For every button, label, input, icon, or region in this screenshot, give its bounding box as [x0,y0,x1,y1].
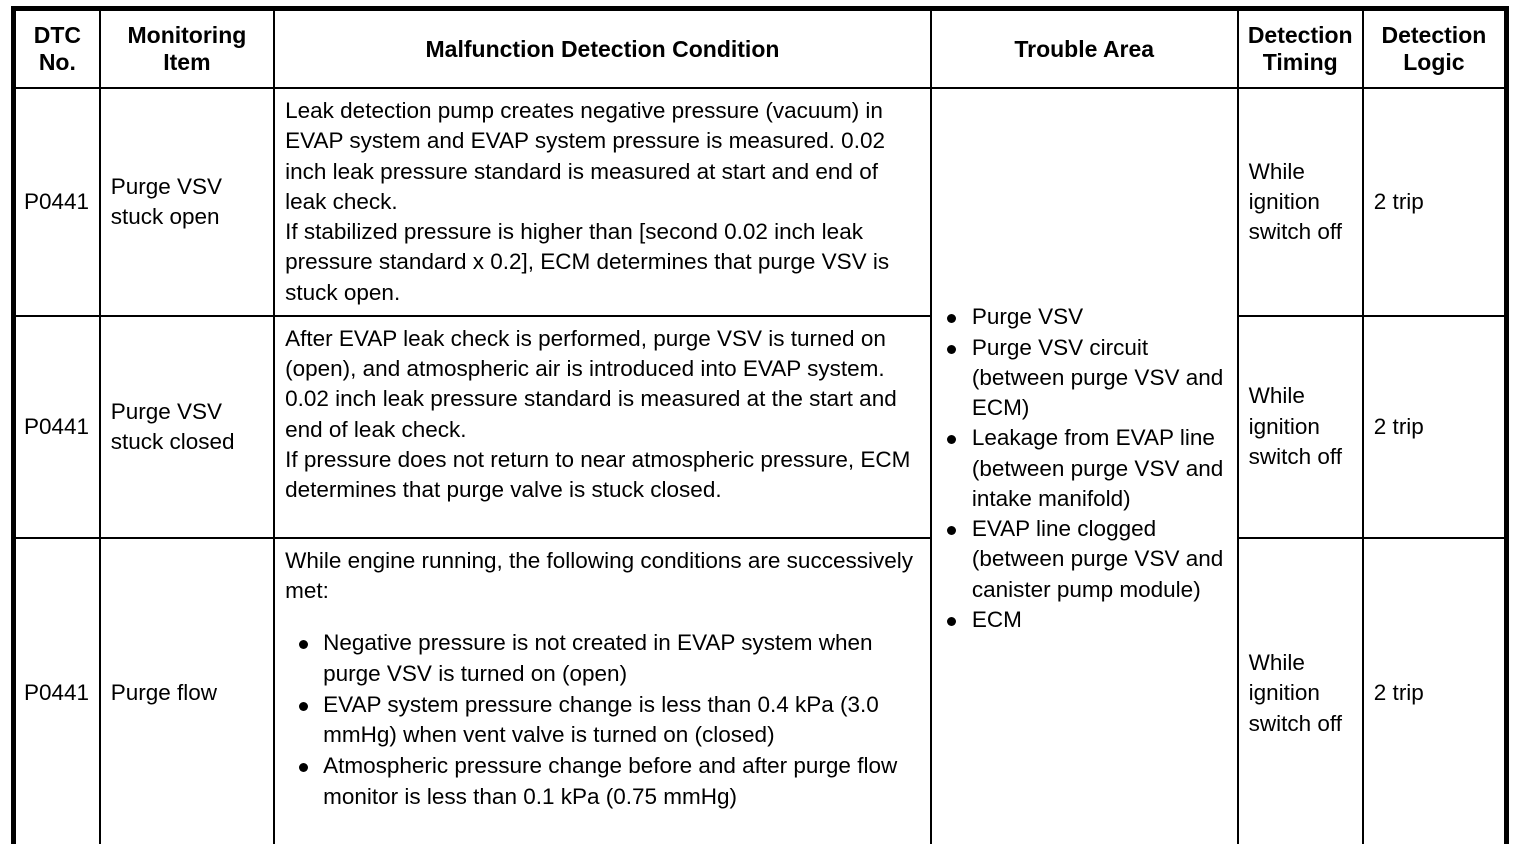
column-header-detection-timing-line2: Timing [1262,49,1338,75]
cell-monitoring-item: Purge VSV stuck open [98,87,276,317]
cell-detection-timing: While ignition switch off [1236,87,1364,317]
list-item: EVAP line clogged (between purge VSV and… [940,514,1231,605]
column-header-detection-timing: Detection Timing [1236,7,1364,89]
condition-paragraph: After EVAP leak check is performed, purg… [285,325,897,442]
cell-detection-logic: 2 trip [1361,314,1508,539]
column-header-detection-timing-line1: Detection [1247,22,1353,49]
condition-paragraph: If pressure does not return to near atmo… [285,446,911,502]
cell-detection-timing: While ignition switch off [1236,536,1364,844]
cell-malfunction-detection-condition: Leak detection pump creates negative pre… [273,87,932,317]
column-header-dtc-no: DTC No. [12,7,101,89]
column-header-trouble-area-line1: Trouble Area [1014,35,1155,62]
column-header-detection-logic-line2: Logic [1403,49,1465,75]
column-header-malfunction-detection-condition: Malfunction Detection Condition [273,7,932,89]
trouble-area-list: Purge VSV Purge VSV circuit (between pur… [940,302,1231,635]
table-row: P0441 Purge VSV stuck open Leak detectio… [12,87,1508,844]
cell-malfunction-detection-condition: While engine running, the following cond… [273,536,932,844]
column-header-trouble-area: Trouble Area [929,7,1239,89]
column-header-detection-logic: Detection Logic [1361,7,1508,89]
table-body: P0441 Purge VSV stuck open Leak detectio… [12,87,1508,844]
condition-paragraph: If stabilized pressure is higher than [s… [285,219,890,305]
list-item: Negative pressure is not created in EVAP… [285,628,924,689]
list-item: Purge VSV [940,302,1231,332]
cell-monitoring-item: Purge flow [98,536,276,844]
column-header-monitoring-item-line1: Monitoring [127,22,247,49]
column-header-monitoring-item-line2: Item [163,49,211,75]
condition-paragraph: While engine running, the following cond… [285,547,913,603]
condition-bullet-list: Negative pressure is not created in EVAP… [285,628,924,812]
condition-paragraph: Leak detection pump creates negative pre… [285,98,885,214]
cell-dtc-no: P0441 [12,87,101,317]
column-header-dtc-no-line2: No. [38,49,76,75]
column-header-dtc-no-line1: DTC [33,22,81,49]
list-item: Leakage from EVAP line (between purge VS… [940,423,1231,514]
column-header-detection-logic-line1: Detection [1381,22,1487,49]
table-row: P0441 Purge VSV stuck closed After EVAP … [12,314,1508,539]
cell-detection-logic: 2 trip [1361,536,1508,844]
cell-trouble-area: Purge VSV Purge VSV circuit (between pur… [929,87,1239,844]
dtc-diagnostic-table: DTC No. Monitoring Item Malfunction Dete… [11,6,1509,844]
cell-monitoring-item: Purge VSV stuck closed [98,314,276,539]
cell-detection-timing: While ignition switch off [1236,314,1364,539]
list-item: Purge VSV circuit (between purge VSV and… [940,333,1231,424]
list-item: Atmospheric pressure change before and a… [285,751,924,812]
column-header-malfunction-detection-condition-line1: Malfunction Detection Condition [425,35,780,62]
cell-detection-logic: 2 trip [1361,87,1508,317]
list-item: EVAP system pressure change is less than… [285,690,924,751]
table-header: DTC No. Monitoring Item Malfunction Dete… [12,7,1508,89]
cell-malfunction-detection-condition: After EVAP leak check is performed, purg… [273,314,932,539]
cell-dtc-no: P0441 [12,536,101,844]
header-row: DTC No. Monitoring Item Malfunction Dete… [12,7,1508,89]
cell-dtc-no: P0441 [12,314,101,539]
column-header-monitoring-item: Monitoring Item [98,7,276,89]
list-item: ECM [940,605,1231,635]
table-row: P0441 Purge flow While engine running, t… [12,536,1508,844]
